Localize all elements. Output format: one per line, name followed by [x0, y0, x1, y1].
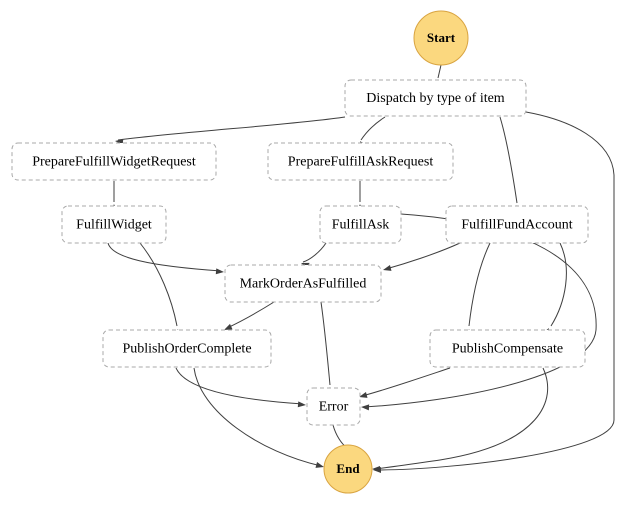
graph-node-fulfillask[interactable]: FulfillAsk: [319, 205, 402, 244]
edge-fulfillwidget-to-markorder: [107, 242, 224, 275]
arrowhead-icon: [361, 404, 370, 411]
node-label-publishorder: PublishOrderComplete: [122, 342, 251, 357]
node-label-fulfillwidget: FulfillWidget: [76, 218, 152, 233]
edge-line: [193, 367, 322, 467]
graph-node-markorder[interactable]: MarkOrderAsFulfilled: [224, 264, 382, 303]
graph-node-fulfillwidget[interactable]: FulfillWidget: [61, 205, 167, 244]
edge-line: [226, 301, 275, 329]
edge-publishorder-to-end: [193, 367, 324, 468]
edge-line: [374, 367, 549, 470]
graph-node-error[interactable]: Error: [306, 387, 361, 426]
edge-line: [499, 116, 518, 204]
edge-markorder-to-error: [320, 301, 333, 396]
graph-node-publishorder[interactable]: PublishOrderComplete: [102, 329, 272, 368]
node-shape-ellipse: [323, 444, 373, 494]
node-label-fulfillask: FulfillAsk: [332, 218, 390, 233]
edge-fulfillfund-to-markorder: [383, 242, 461, 271]
edge-line: [361, 367, 451, 397]
arrowhead-icon: [383, 265, 392, 271]
edge-publishorder-to-error: [175, 367, 306, 408]
arrowhead-icon: [359, 392, 368, 398]
node-label-prepask: PrepareFulfillAskRequest: [288, 155, 434, 170]
arrowhead-icon: [315, 462, 324, 468]
node-shape-box: [11, 142, 217, 181]
edge-line: [139, 242, 178, 327]
edge-line: [468, 242, 491, 327]
graph-node-prepwidget[interactable]: PrepareFulfillWidgetRequest: [11, 142, 217, 181]
node-label-markorder: MarkOrderAsFulfilled: [240, 277, 367, 292]
graph-node-dispatch[interactable]: Dispatch by type of item: [344, 79, 527, 117]
edge-line: [437, 64, 442, 79]
edge-line: [360, 116, 386, 141]
edge-line: [550, 242, 567, 327]
edge-line: [332, 424, 347, 448]
node-shape-box: [445, 205, 589, 244]
edge-fulfillfund-to-publishcomp: [466, 242, 491, 338]
edge-publishcomp-to-end: [372, 367, 549, 472]
edge-dispatch-to-fulfillfund: [499, 116, 520, 214]
node-label-prepwidget: PrepareFulfillWidgetRequest: [32, 155, 196, 170]
edge-line: [302, 242, 327, 263]
edge-dispatch-to-prepwidget: [115, 116, 346, 145]
node-shape-box: [306, 387, 361, 426]
graph-node-publishcomp[interactable]: PublishCompensate: [429, 329, 586, 368]
edge-line: [375, 111, 615, 471]
node-label-dispatch: Dispatch by type of item: [366, 91, 505, 106]
edge-line: [175, 367, 304, 405]
node-shape-box: [61, 205, 167, 244]
node-shape-box: [224, 264, 382, 303]
arrowhead-icon: [297, 401, 306, 408]
edge-layer: [107, 64, 615, 473]
node-label-start: Start: [427, 30, 456, 45]
node-shape-box: [102, 329, 272, 368]
graph-node-end[interactable]: End: [323, 444, 373, 494]
node-label-fulfillfund: FulfillFundAccount: [461, 218, 572, 233]
arrowhead-icon: [224, 323, 233, 330]
edge-line: [117, 116, 346, 141]
node-shape-box: [429, 329, 586, 368]
edge-fulfillfund-to-publishcomp: [542, 242, 567, 337]
edge-publishcomp-to-error: [359, 367, 451, 398]
edge-markorder-to-publishorder: [224, 301, 275, 330]
node-shape-box: [319, 205, 402, 244]
arrowhead-icon: [372, 466, 380, 472]
node-shape-box: [344, 79, 527, 117]
node-shape-box: [267, 142, 454, 181]
edge-line: [107, 242, 222, 272]
edge-fulfillwidget-to-publishorder: [139, 242, 180, 338]
node-shape-ellipse: [413, 10, 469, 66]
graph-node-start[interactable]: Start: [413, 10, 469, 66]
node-label-error: Error: [319, 400, 349, 415]
arrowhead-icon: [215, 268, 224, 275]
node-label-publishcomp: PublishCompensate: [452, 342, 563, 357]
edge-line: [385, 242, 461, 270]
graph-node-prepask[interactable]: PrepareFulfillAskRequest: [267, 142, 454, 181]
graph-node-fulfillfund[interactable]: FulfillFundAccount: [445, 205, 589, 244]
edge-line: [320, 301, 331, 386]
node-label-end: End: [336, 461, 360, 476]
